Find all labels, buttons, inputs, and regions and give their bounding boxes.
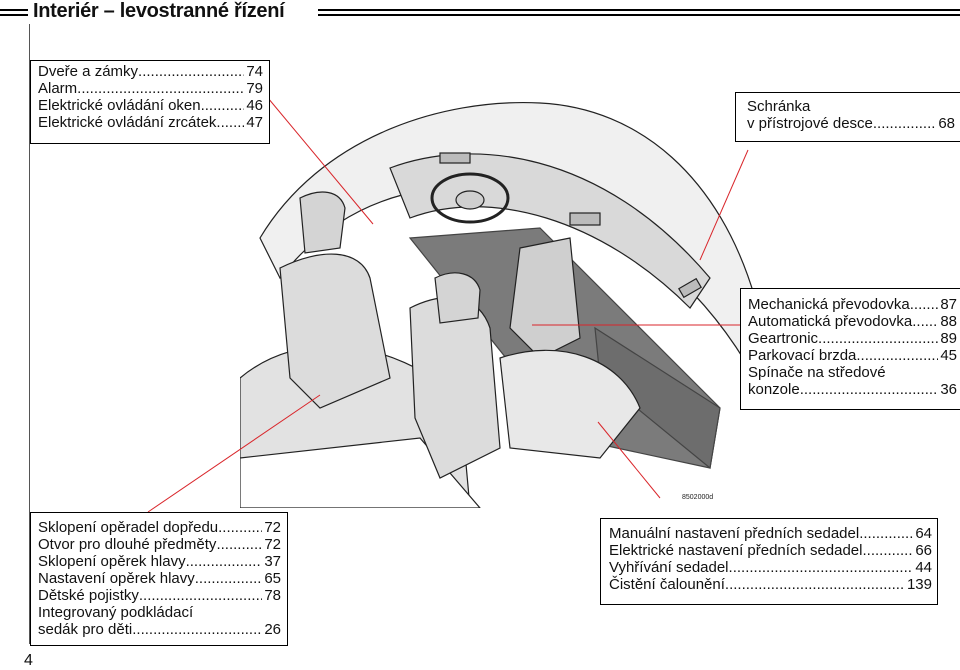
leader-dots: [216, 114, 244, 131]
item-page: 89: [940, 330, 957, 347]
list-item: Vyhřívání sedadel 44: [609, 559, 932, 576]
leader-dots: [216, 536, 262, 553]
list-item: Geartronic 89: [748, 330, 957, 347]
leader-dots: [818, 330, 938, 347]
item-page: 72: [264, 536, 281, 553]
item-label: Dveře a zámky: [38, 63, 139, 80]
list-item: Sklopení opěrek hlavy 37: [38, 553, 281, 570]
page-title: Interiér – levostranné řízení: [33, 0, 285, 22]
item-label: Alarm: [38, 80, 78, 97]
callout-doors: Dveře a zámky 74 Alarm 79 Elektrické ovlád…: [30, 60, 270, 144]
page-number: 4: [24, 652, 33, 669]
item-page: 79: [246, 80, 263, 97]
leader-dots: [725, 576, 905, 593]
list-item: Parkovací brzda 45: [748, 347, 957, 364]
list-item: Elektrické ovládání zrcátek 47: [38, 114, 263, 131]
item-label: Spínače na středové: [748, 364, 886, 381]
header-rule-right: [318, 9, 960, 11]
item-label: Mechanická převodovka: [748, 296, 910, 313]
item-page: 66: [915, 542, 932, 559]
leader-dots: [218, 519, 262, 536]
item-label: Vyhřívání sedadel: [609, 559, 729, 576]
item-page: 64: [915, 525, 932, 542]
item-page: 44: [915, 559, 932, 576]
item-page: 88: [940, 313, 957, 330]
list-item: Manuální nastavení předních sedadel 64: [609, 525, 932, 542]
list-item: Elektrické nastavení předních sedadel 66: [609, 542, 932, 559]
list-item: Sklopení opěradel dopředu 72: [38, 519, 281, 536]
leader-dots: [186, 553, 263, 570]
list-item: sedák pro děti 26: [38, 621, 281, 638]
header-rule-left-2: [0, 14, 28, 16]
item-page: 74: [246, 63, 263, 80]
item-page: 45: [940, 347, 957, 364]
callout-glovebox: Schránka v přístrojové desce 68: [735, 92, 960, 142]
leader-dots: [195, 570, 263, 587]
item-page: 47: [246, 114, 263, 131]
item-label: Parkovací brzda: [748, 347, 857, 364]
item-page: 37: [264, 553, 281, 570]
leader-dots: [856, 347, 938, 364]
callout-front-seats: Manuální nastavení předních sedadel 64 El…: [600, 518, 938, 605]
item-label: Automatická převodovka: [748, 313, 913, 330]
item-page: 139: [906, 576, 932, 593]
item-page: 72: [264, 519, 281, 536]
item-label: v přístrojové desce: [747, 115, 873, 132]
list-item: Dveře a zámky 74: [38, 63, 263, 80]
figure-code: 8502000d: [682, 494, 714, 501]
car-interior-illustration: [240, 101, 756, 508]
leader-dots: [132, 621, 262, 638]
item-label: Manuální nastavení předních sedadel: [609, 525, 860, 542]
leader-dots: [201, 97, 245, 114]
leader-dots: [77, 80, 244, 97]
item-label: sedák pro děti: [38, 621, 133, 638]
list-item: Automatická převodovka 88: [748, 313, 957, 330]
item-label: Geartronic: [748, 330, 819, 347]
item-page: 26: [264, 621, 281, 638]
item-page: 36: [940, 381, 957, 398]
item-label: konzole: [748, 381, 800, 398]
item-label: Sklopení opěrek hlavy: [38, 553, 186, 570]
leader-dots: [139, 587, 262, 604]
header-rule-left: [0, 9, 28, 11]
leader-dots: [138, 63, 244, 80]
leader-dots: [859, 525, 913, 542]
list-item: Čistění čalounění 139: [609, 576, 932, 593]
item-label: Čistění čalounění: [609, 576, 725, 593]
callout-rear-seats: Sklopení opěradel dopředu 72 Otvor pro dl…: [30, 512, 288, 646]
leader-dots: [873, 115, 936, 132]
leader-dots: [912, 313, 938, 330]
item-label: Elektrické ovládání oken: [38, 97, 201, 114]
item-page: 78: [264, 587, 281, 604]
list-item: Dětské pojistky 78: [38, 587, 281, 604]
margin-line: [29, 24, 30, 644]
list-item: Mechanická převodovka 87: [748, 296, 957, 313]
item-page: 65: [264, 570, 281, 587]
page-header: Interiér – levostranné řízení: [0, 0, 960, 24]
item-label: Elektrické ovládání zrcátek: [38, 114, 217, 131]
leader-dots: [862, 542, 913, 559]
item-page: 46: [246, 97, 263, 114]
item-page: 68: [938, 115, 955, 132]
item-label: Sklopení opěradel dopředu: [38, 519, 219, 536]
list-item: Alarm 79: [38, 80, 263, 97]
item-label: Integrovaný podkládací: [38, 604, 194, 621]
leader-dots: [729, 559, 914, 576]
leader-dots: [800, 381, 939, 398]
list-item: Nastavení opěrek hlavy 65: [38, 570, 281, 587]
list-item: v přístrojové desce 68: [747, 115, 955, 132]
item-label: Otvor pro dlouhé předměty: [38, 536, 217, 553]
list-item: konzole 36: [748, 381, 957, 398]
leader-dots: [910, 296, 939, 313]
list-item: Otvor pro dlouhé předměty 72: [38, 536, 281, 553]
item-label: Schránka: [747, 98, 811, 115]
item-page: 87: [940, 296, 957, 313]
item-label: Dětské pojistky: [38, 587, 139, 604]
header-rule-right-2: [318, 14, 960, 16]
list-item: Elektrické ovládání oken 46: [38, 97, 263, 114]
callout-console: Mechanická převodovka 87 Automatická přev…: [740, 288, 960, 410]
item-label: Nastavení opěrek hlavy: [38, 570, 195, 587]
item-label: Elektrické nastavení předních sedadel: [609, 542, 863, 559]
